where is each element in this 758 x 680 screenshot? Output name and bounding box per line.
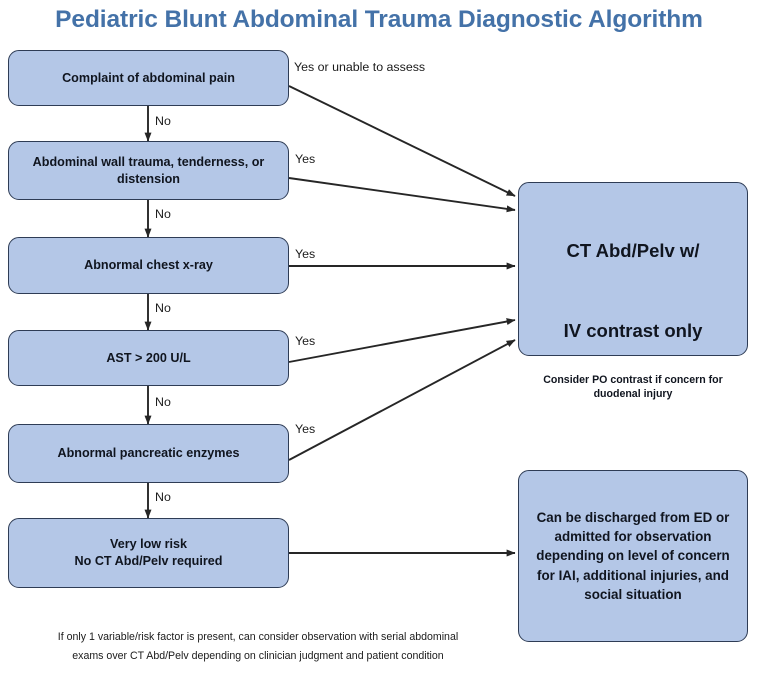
- node-ast-threshold[interactable]: AST > 200 U/L: [8, 330, 289, 386]
- edge-label-yes-or-unable-to-assess: Yes or unable to assess: [294, 60, 426, 74]
- footnote-line2: exams over CT Abd/Pelv depending on clin…: [72, 649, 444, 662]
- edge-ast-yes: [288, 318, 516, 363]
- footnote: If only 1 variable/risk factor is presen…: [18, 628, 498, 665]
- edge-walltrauma-yes: [288, 177, 516, 213]
- node-discharge-or-observation[interactable]: Can be discharged from ED or admitted fo…: [518, 470, 748, 642]
- node-label: AST > 200 U/L: [106, 350, 191, 365]
- discharge-label-line4: for IAI, additional injuries, and: [537, 567, 729, 583]
- edge-label-yes-pancreatic: Yes: [295, 422, 316, 436]
- node-label-line2: distension: [117, 171, 180, 186]
- ct-sublabel-line1: Consider PO contrast if concern for: [543, 374, 723, 387]
- node-label: Abnormal chest x-ray: [84, 258, 213, 273]
- edge-label-yes-wall-trauma: Yes: [295, 152, 316, 166]
- node-abdominal-wall-trauma[interactable]: Abdominal wall trauma, tenderness, or di…: [8, 141, 289, 200]
- edge-complaint-yes: [288, 85, 516, 197]
- node-label: Abnormal pancreatic enzymes: [57, 446, 240, 461]
- edge-label-no-chest-xray: No: [155, 301, 171, 315]
- edge-label-no-complaint: No: [155, 114, 171, 128]
- footnote-line1: If only 1 variable/risk factor is presen…: [57, 631, 459, 643]
- edge-label-no-wall-trauma: No: [155, 207, 171, 221]
- node-very-low-risk[interactable]: Very low risk No CT Abd/Pelv required: [8, 518, 289, 588]
- edge-label-yes-ast: Yes: [295, 334, 316, 348]
- ct-label-line2: IV contrast only: [563, 320, 703, 342]
- edge-label-no-pancreatic: No: [155, 490, 171, 504]
- ct-sublabel-line2: duodenal injury: [593, 388, 673, 401]
- node-label-line1: Very low risk: [109, 537, 187, 552]
- node-complaint-of-abdominal-pain[interactable]: Complaint of abdominal pain: [8, 50, 289, 106]
- node-label-line2: No CT Abd/Pelv required: [74, 554, 223, 568]
- discharge-label-line3: depending on level of concern: [536, 548, 730, 564]
- node-label-line1: Abdominal wall trauma, tenderness, or: [32, 154, 265, 169]
- node-abnormal-pancreatic-enzymes[interactable]: Abnormal pancreatic enzymes: [8, 424, 289, 483]
- node-ct-abd-pelv[interactable]: CT Abd/Pelv w/ IV contrast only Consider…: [518, 182, 748, 400]
- discharge-label-line1: Can be discharged from ED or: [536, 510, 730, 526]
- page-title: Pediatric Blunt Abdominal Trauma Diagnos…: [55, 6, 703, 33]
- edge-label-yes-chest-xray: Yes: [295, 247, 316, 261]
- discharge-label-line5: social situation: [584, 586, 682, 602]
- node-label: Complaint of abdominal pain: [62, 70, 235, 85]
- edge-pancreatic-yes: [288, 339, 516, 461]
- ct-label-line1: CT Abd/Pelv w/: [566, 240, 700, 261]
- discharge-label-line2: admitted for observation: [554, 529, 712, 545]
- edge-label-no-ast: No: [155, 395, 171, 409]
- node-abnormal-chest-xray[interactable]: Abnormal chest x-ray: [8, 237, 289, 294]
